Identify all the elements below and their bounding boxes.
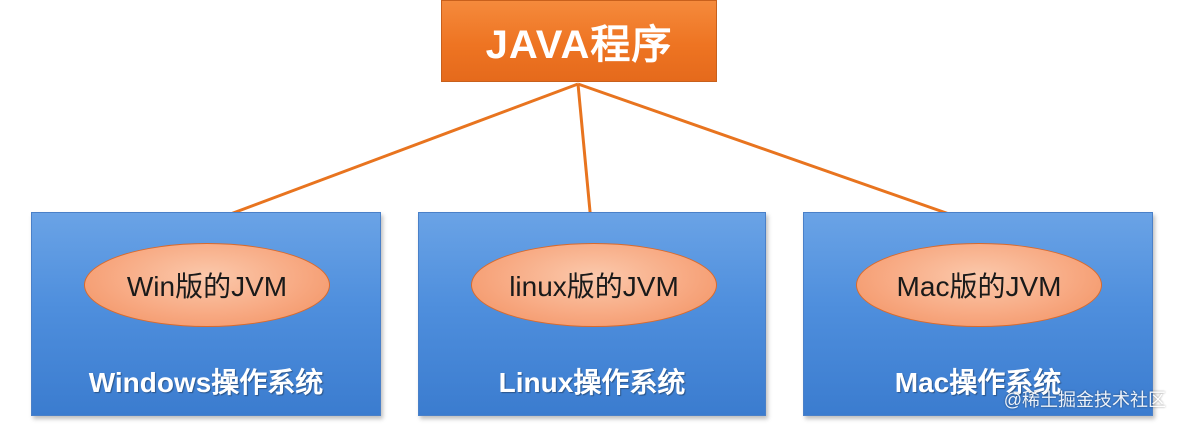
arrow-to-win-jvm [206, 82, 579, 225]
arrow-to-linux-jvm [576, 83, 597, 225]
win-jvm-label: Win版的JVM [126, 271, 288, 302]
java-program-box: JAVA程序 [441, 0, 717, 82]
linux-jvm-ellipse: linux版的JVM [471, 243, 717, 327]
windows-os-box: Win版的JVM Windows操作系统 [31, 212, 381, 416]
mac-jvm-label: Mac版的JVM [896, 271, 1062, 302]
watermark-text: @稀土掘金技术社区 [1003, 390, 1166, 410]
java-program-label: JAVA程序 [485, 23, 673, 67]
linux-os-box: linux版的JVM Linux操作系统 [418, 212, 766, 416]
linux-os-label: Linux操作系统 [498, 367, 686, 398]
mac-jvm-ellipse: Mac版的JVM [856, 243, 1102, 327]
mac-os-label: Mac操作系统 [894, 367, 1062, 398]
win-jvm-ellipse: Win版的JVM [84, 243, 330, 327]
arrow-to-mac-jvm [577, 82, 975, 225]
windows-os-label: Windows操作系统 [88, 367, 324, 398]
mac-os-box: Mac版的JVM Mac操作系统 [803, 212, 1153, 416]
linux-jvm-label: linux版的JVM [509, 271, 679, 302]
